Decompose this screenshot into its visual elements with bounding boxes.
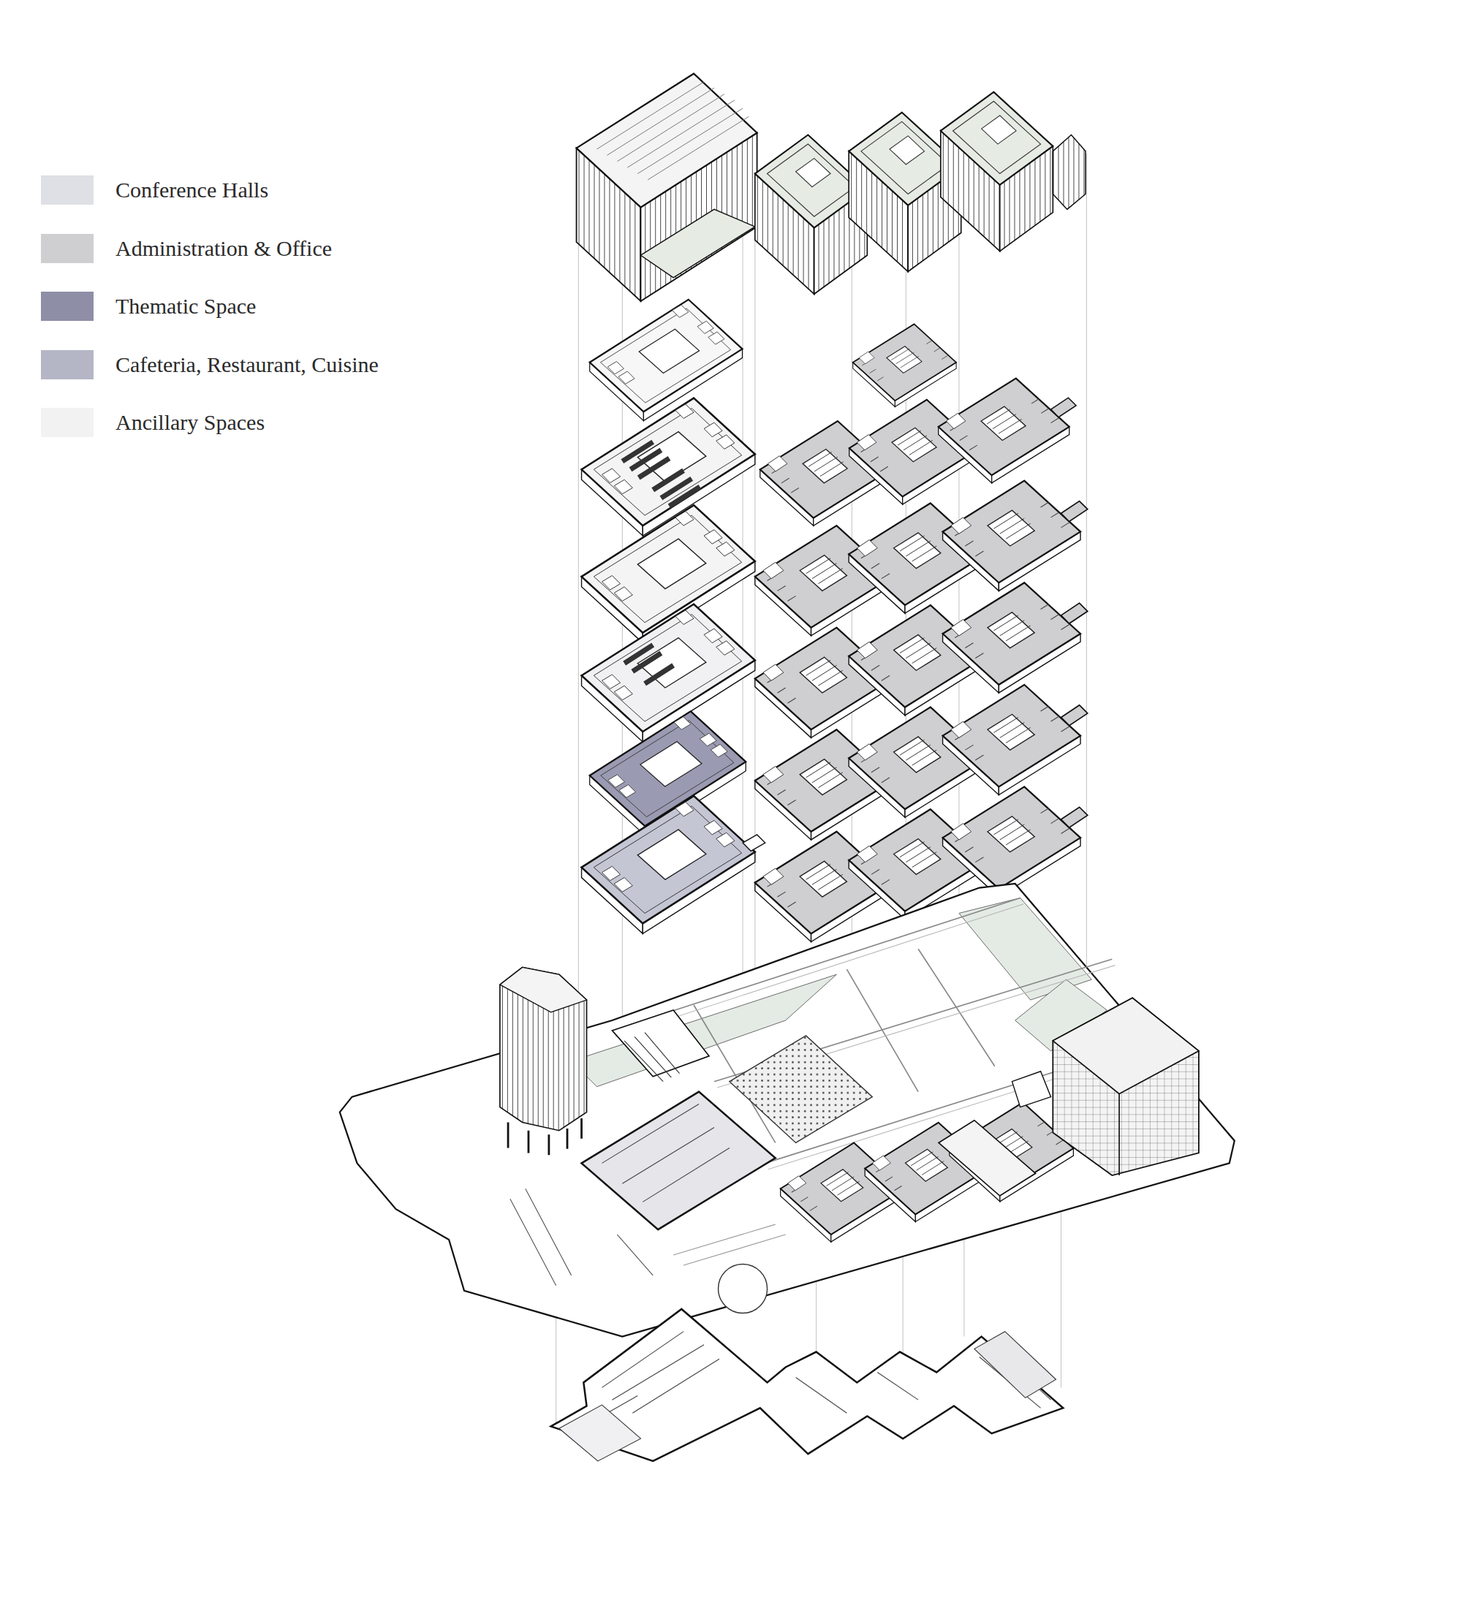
- legend-entry: Conference Halls: [40, 175, 553, 207]
- legend-swatch: [40, 291, 94, 321]
- legend-label: Administration & Office: [115, 233, 332, 264]
- site-plan: [339, 883, 1235, 1337]
- legend-entry: Thematic Space: [40, 291, 553, 323]
- roof-buildings: [576, 73, 1086, 302]
- legend-label: Conference Halls: [115, 175, 269, 205]
- legend-entry: Ancillary Spaces: [40, 407, 553, 439]
- legend-swatch: [40, 350, 94, 380]
- legend-swatch: [40, 175, 94, 205]
- legend-entry: Administration & Office: [40, 233, 553, 265]
- floor-plates: [581, 299, 1088, 943]
- legend-swatch: [40, 407, 94, 438]
- basement-plan: [551, 1309, 1064, 1462]
- legend-swatch: [40, 233, 94, 264]
- legend-label: Ancillary Spaces: [115, 407, 265, 438]
- legend-entry: Cafeteria, Restaurant, Cuisine: [40, 350, 553, 381]
- legend-label: Cafeteria, Restaurant, Cuisine: [115, 350, 379, 380]
- legend-label: Thematic Space: [115, 291, 256, 321]
